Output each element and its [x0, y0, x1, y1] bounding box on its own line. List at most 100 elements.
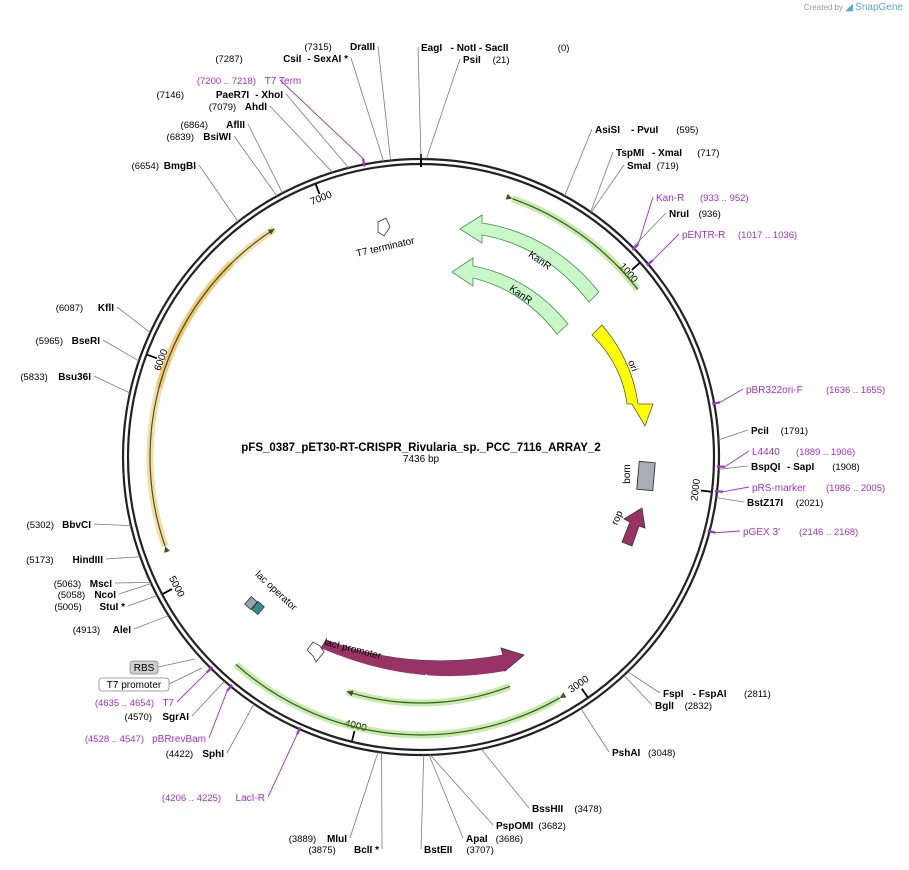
- enzyme-leader-asisi: [564, 128, 593, 197]
- enzyme-site-pcii[interactable]: PciI(1791): [718, 426, 809, 441]
- primer-site-pentr-r[interactable]: pENTR-R(1017 .. 1036): [645, 230, 798, 267]
- enzyme-site-kfli[interactable]: KflI(6087): [56, 303, 151, 333]
- enzyme-site-psii[interactable]: PsiI (21): [425, 55, 510, 160]
- enzyme-name-bspqi: BspQI: [751, 462, 781, 473]
- enzyme-site-bsiwi[interactable]: BsiWI(6839): [167, 132, 278, 197]
- primer-site-t7-term[interactable]: T7 Term(7200 .. 7218): [197, 76, 366, 167]
- enzyme-site-nrui[interactable]: NruI(936): [632, 209, 721, 248]
- primer-site-pgex-3-[interactable]: pGEX 3'(2146 .. 2168): [707, 527, 858, 538]
- enzyme-site-msci[interactable]: MscI(5063): [54, 579, 151, 590]
- enzyme-site-bbvci[interactable]: BbvCI(5302): [27, 520, 132, 531]
- primer-name-l4440: L4440: [752, 447, 780, 458]
- enzyme-site-tspmi[interactable]: TspMI- XmaI(717): [590, 148, 720, 213]
- enzyme-site-bspqi[interactable]: BspQI- SapI(1908): [718, 462, 860, 473]
- enzyme-site-alei[interactable]: AleI(4913): [73, 615, 169, 636]
- enzyme-site-aflii[interactable]: AflII(6864): [181, 120, 283, 194]
- primer-site-kan-r[interactable]: Kan-R(933 .. 952): [631, 193, 749, 251]
- enzyme-site-asisi[interactable]: AsiSI- PvuI(595): [564, 125, 699, 197]
- enzyme-name-mlui: MluI: [327, 834, 347, 845]
- enzyme-site-bcli-[interactable]: BclI *(3875): [308, 752, 383, 856]
- enzyme-pos-apai: (3686): [496, 834, 523, 845]
- tick-label-3000: 3000: [567, 674, 592, 696]
- enzyme-name-text-alei: AleI: [113, 625, 132, 636]
- feature-t7-terminator[interactable]: [377, 217, 391, 237]
- orf-kanr[interactable]: [512, 198, 639, 290]
- enzyme-site-apai[interactable]: ApaI (3686): [428, 754, 523, 845]
- enzyme-leader-ahdi: [269, 105, 333, 173]
- feature-laci-body[interactable]: [321, 640, 505, 677]
- enzyme-name-bcli-: BclI *: [354, 845, 379, 856]
- orf-laci-outer[interactable]: [235, 664, 560, 736]
- enzyme-site-csii[interactable]: CsiI- SexAI *(7287): [215, 54, 384, 162]
- enzyme-leader-ncoi: [118, 583, 152, 595]
- primer-name-pbr322ori-f: pBR322ori-F: [746, 385, 803, 396]
- enzyme-name-text-bseri: BseRI: [72, 336, 101, 347]
- orf-laci-inner[interactable]: [346, 685, 511, 704]
- enzyme-site-ncoi[interactable]: NcoI(5058): [58, 583, 152, 601]
- feature-kanr-2[interactable]: [451, 257, 569, 335]
- enzyme-site-bmgbi[interactable]: BmgBI(6654): [132, 161, 239, 222]
- feature-ori-label: ori: [625, 359, 639, 373]
- enzyme-site-bsshii[interactable]: BssHII(3478): [480, 748, 602, 815]
- enzyme-site-bsu36i[interactable]: Bsu36I(5833): [20, 372, 131, 394]
- feature-bom[interactable]: [636, 460, 656, 492]
- primer-site-t7[interactable]: T7(4635 .. 4654): [95, 666, 214, 709]
- enzyme-site-bseri[interactable]: BseRI(5965): [36, 336, 140, 362]
- orf-left-upper[interactable]: [158, 228, 275, 389]
- enzyme-pos-ahdi: (7079): [209, 102, 236, 113]
- primer-leader-laci-r: [267, 734, 298, 798]
- feature-laci-promoter[interactable]: [306, 641, 325, 663]
- primer-leader-kan-r: [637, 196, 654, 245]
- enzyme-site-draiii[interactable]: DraIII(7315): [304, 42, 391, 161]
- enzyme-pos-sgrai: (4570): [125, 712, 152, 723]
- enzyme-leader-bseri: [102, 339, 140, 362]
- enzyme-site-fspi[interactable]: FspI- FspAI(2811): [627, 671, 771, 700]
- enzyme-leader-eagi: [417, 46, 422, 160]
- t7-promoter-box[interactable]: [98, 677, 170, 692]
- tick-label-7000: 7000: [309, 189, 334, 207]
- enzyme-site-sgrai[interactable]: SgrAI(4570): [125, 680, 225, 723]
- enzyme-name-bbvci: BbvCI: [62, 520, 91, 531]
- primer-site-prs-marker[interactable]: pRS-marker(1986 .. 2005): [714, 483, 885, 494]
- enzyme-site-pshai[interactable]: PshAI(3048): [580, 708, 676, 759]
- enzyme-name-text-mlui: MluI: [327, 834, 347, 845]
- enzyme-site-bsteii[interactable]: BstEII(3707): [420, 754, 494, 856]
- primer-name-laci-r: LacI-R: [236, 793, 265, 804]
- enzyme-name-sphi: SphI: [202, 749, 224, 760]
- enzyme-site-ahdi[interactable]: AhdI(7079): [209, 102, 333, 173]
- enzyme-site-stui-[interactable]: StuI *(5005): [54, 595, 158, 613]
- enzyme-name-text-stui-: StuI *: [99, 602, 125, 613]
- enzyme-leader-hindiii: [105, 556, 141, 560]
- enzyme-site-hindiii[interactable]: HindIII(5173): [26, 555, 141, 566]
- feature-rop[interactable]: [621, 507, 646, 547]
- feature-laci-label: lacI: [412, 673, 428, 684]
- primer-site-l4440[interactable]: L4440(1889 .. 1906): [716, 447, 855, 468]
- enzyme-site-sphi[interactable]: SphI(4422): [166, 703, 255, 760]
- enzyme-site-bstz17i[interactable]: BstZ17I(2021): [716, 497, 823, 509]
- primer-site-pbr322ori-f[interactable]: pBR322ori-F(1636 .. 1655): [711, 385, 885, 405]
- primer-site-pbrrevbam[interactable]: pBRrevBam(4528 .. 4547): [85, 684, 233, 745]
- enzyme-site-eagi[interactable]: EagI- NotI - SacII(0): [417, 43, 569, 160]
- primer-mark-pbr322ori-f: [711, 401, 721, 405]
- orf-left-lower[interactable]: [149, 262, 232, 547]
- enzyme-site-paer7i[interactable]: PaeR7I- XhoI(7146): [157, 90, 350, 169]
- enzyme-name-apai: ApaI: [466, 834, 488, 845]
- enzyme-name-psii: PsiI: [463, 55, 481, 66]
- enzyme-leader-bspqi: [718, 465, 749, 470]
- enzyme-site-smai[interactable]: SmaI(719): [590, 161, 679, 213]
- feature-kanr-1[interactable]: [459, 214, 600, 303]
- enzyme-site-pspomi[interactable]: PspOMI(3682): [429, 754, 566, 832]
- enzyme-pos-bsiwi: (6839): [167, 132, 194, 143]
- feature-lac-operator-b[interactable]: [251, 601, 265, 615]
- enzyme-pos-psii: (21): [493, 55, 510, 66]
- enzyme-site-bgli[interactable]: BglI(2832): [623, 675, 712, 712]
- enzyme-pos-msci: (5063): [54, 579, 81, 590]
- orf-laci-outer-head: [559, 692, 567, 698]
- primer-site-laci-r[interactable]: LacI-R(4206 .. 4225): [162, 726, 302, 804]
- feature-ori[interactable]: [591, 324, 654, 427]
- enzyme-pos-pcii: (1791): [781, 426, 808, 437]
- tick-mark-2000: [700, 489, 712, 493]
- feature-lac-operator[interactable]: [244, 596, 258, 610]
- enzyme-site-mlui[interactable]: MluI(3889): [289, 751, 379, 845]
- rbs-box[interactable]: [129, 660, 159, 675]
